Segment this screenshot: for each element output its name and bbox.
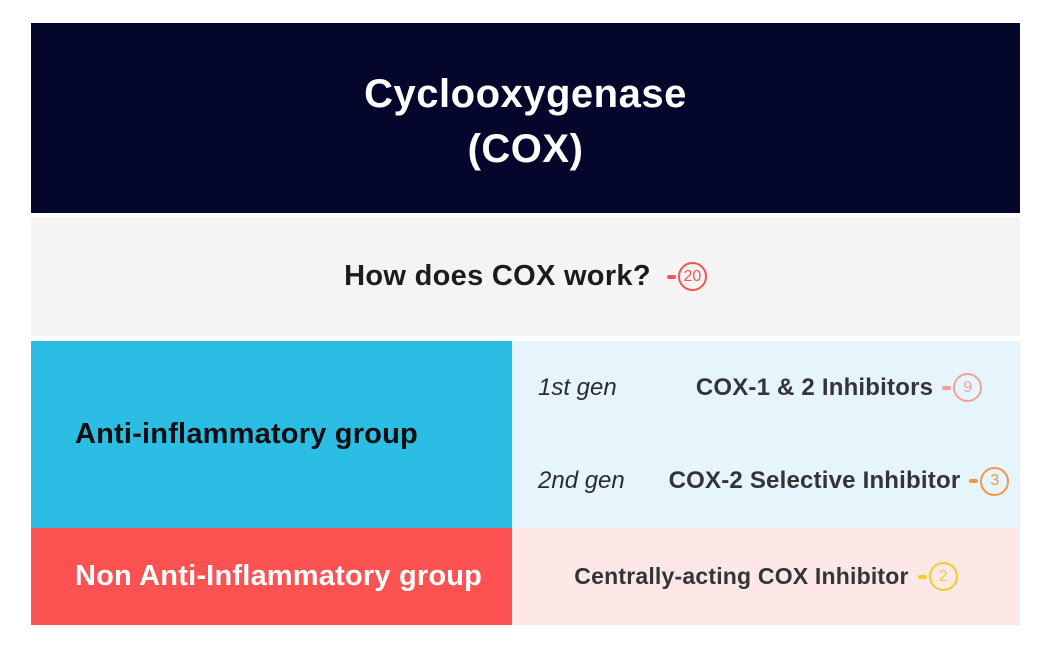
question-label: How does COX work? [344,260,651,292]
cox2-selective-inhibitor-label: COX-2 Selective Inhibitor [668,467,961,495]
question-count-badge[interactable]: 20 [666,262,707,291]
anti-inflammatory-group-label: Anti-inflammatory group [75,418,418,450]
cox2-selective-count-badge[interactable]: 3 [969,466,1010,496]
badge-circle: 3 [980,466,1010,496]
centrally-acting-cox-inhibitor-label: Centrally-acting COX Inhibitor [574,563,909,589]
page-title-line1: Cyclooxygenase [364,72,687,116]
gen-1-main: COX-1 & 2 Inhibitors 9 [658,373,1020,403]
gen-1-label: 1st gen [538,373,617,401]
non-anti-inflammatory-group-label: Non Anti-Inflammatory group [75,560,483,592]
page-title-line2: (COX) [467,127,584,171]
gen-2-label: 2nd gen [538,467,625,495]
cox1-2-inhibitors-label: COX-1 & 2 Inhibitors [695,373,934,401]
badge-circle: 9 [953,373,983,403]
gen-2-main: COX-2 Selective Inhibitor 3 [658,466,1020,496]
gen-row-2: 2nd gen COX-2 Selective Inhibitor 3 [512,435,1020,529]
cox1-2-count-badge[interactable]: 9 [942,373,983,403]
badge-dash-icon [942,385,952,390]
generations-panel: 1st gen COX-1 & 2 Inhibitors 9 2nd gen C… [512,341,1020,528]
centrally-acting-panel: Centrally-acting COX Inhibitor 2 [512,528,1020,625]
non-anti-inflammatory-row: Non Anti-Inflammatory group Centrally-ac… [31,528,1020,625]
anti-inflammatory-group-cell: Anti-inflammatory group [31,341,512,528]
badge-circle: 20 [677,262,707,291]
gen-row-1: 1st gen COX-1 & 2 Inhibitors 9 [512,341,1020,435]
badge-dash-icon [969,479,979,484]
badge-circle: 2 [928,562,958,591]
anti-inflammatory-row: Anti-inflammatory group 1st gen COX-1 & … [31,341,1020,528]
header-banner: Cyclooxygenase (COX) [31,23,1020,213]
badge-dash-icon [917,574,927,579]
non-anti-inflammatory-group-cell: Non Anti-Inflammatory group [31,528,512,625]
badge-dash-icon [666,274,676,279]
centrally-acting-count-badge[interactable]: 2 [917,562,958,591]
question-band: How does COX work? 20 [31,217,1020,336]
